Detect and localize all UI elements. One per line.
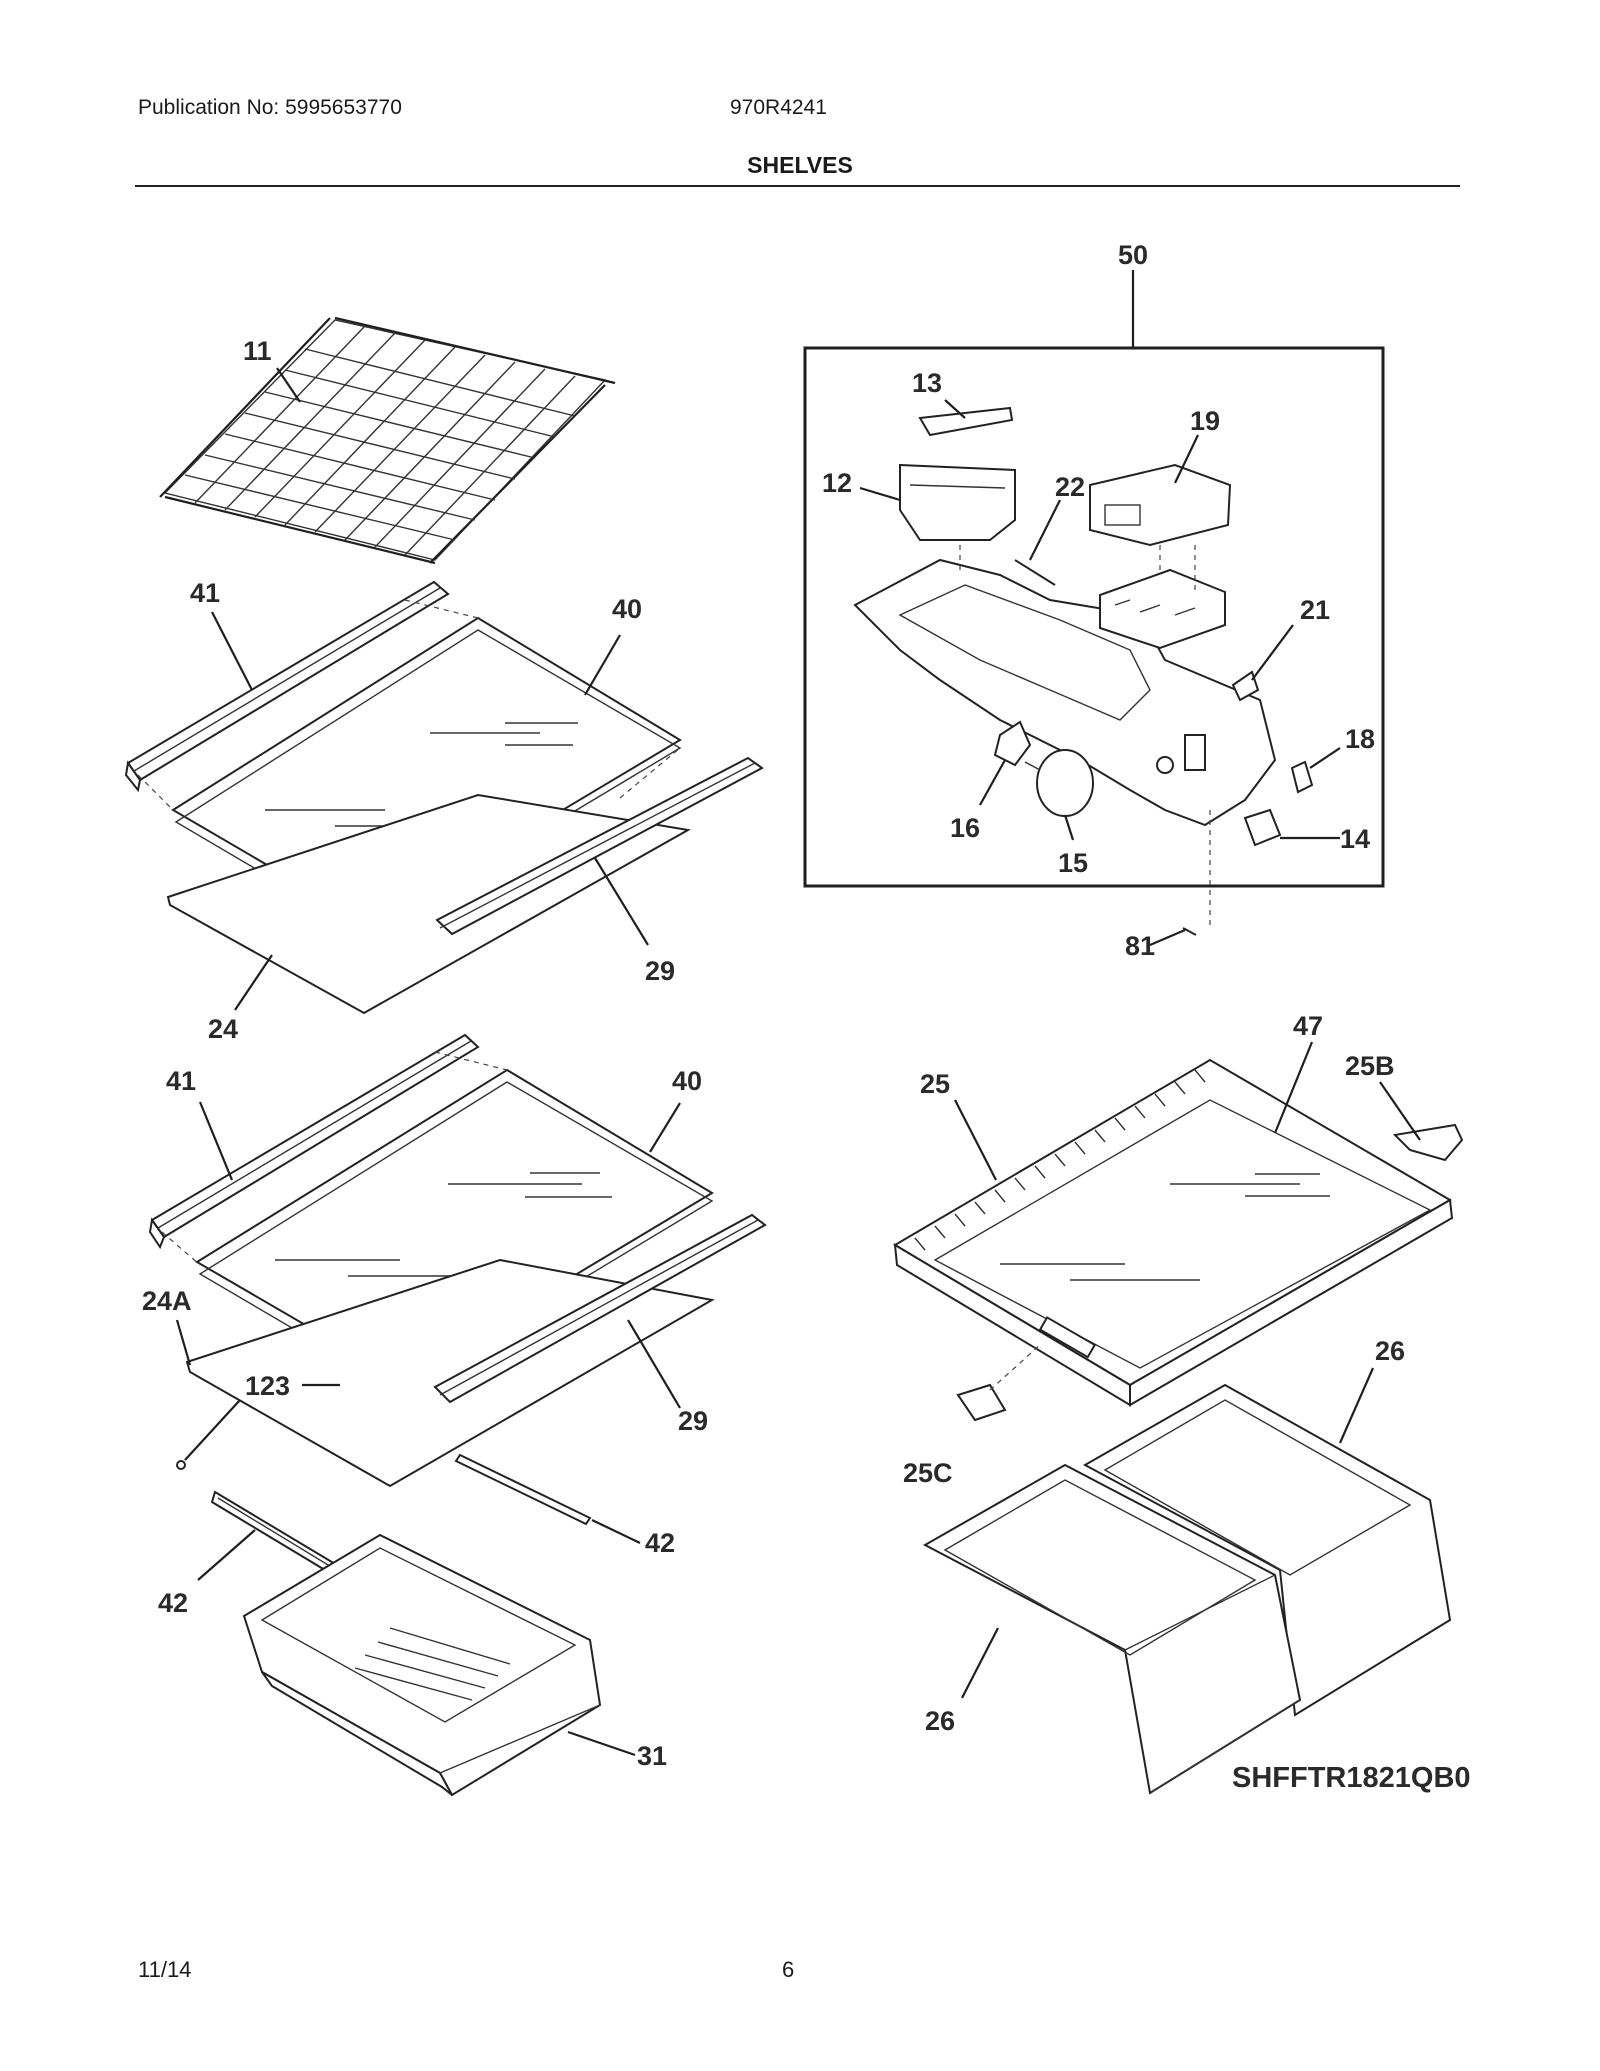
clip-123 — [176, 1460, 186, 1470]
callout-42b: 42 — [158, 1588, 188, 1618]
callout-14: 14 — [1340, 824, 1370, 854]
leader-40a — [584, 634, 621, 696]
callout-15: 15 — [1058, 848, 1088, 878]
callout-26b: 26 — [925, 1706, 955, 1736]
leader-47 — [1273, 1041, 1314, 1134]
header-rule — [135, 185, 1460, 187]
leader-31 — [567, 1730, 636, 1757]
leader-29a — [594, 857, 649, 946]
callout-24A: 24A — [142, 1286, 192, 1316]
diagram-code: SHFFTR1821QB0 — [1232, 1762, 1471, 1794]
callout-47: 47 — [1293, 1011, 1323, 1041]
leader-42b — [197, 1529, 256, 1581]
callout-42a: 42 — [645, 1528, 675, 1558]
footer-date: 11/14 — [138, 1957, 192, 1982]
publication-number: Publication No: 5995653770 — [138, 96, 402, 119]
crisper-drawer-part — [210, 1490, 602, 1797]
callout-13: 13 — [912, 368, 942, 398]
callout-26a: 26 — [1375, 1336, 1405, 1366]
model-number: 970R4241 — [730, 96, 827, 119]
leader-41a — [211, 611, 253, 691]
leader-13 — [944, 399, 966, 419]
callout-25C: 25C — [903, 1458, 953, 1488]
callout-21: 21 — [1300, 595, 1330, 625]
callout-50: 50 — [1118, 240, 1148, 270]
leader-41b — [198, 1101, 234, 1181]
callout-25: 25 — [920, 1069, 950, 1099]
crisper-cover-part — [893, 1058, 1464, 1422]
light-housing-part — [853, 406, 1314, 936]
leader-11 — [276, 367, 301, 403]
leader-29b — [627, 1319, 681, 1409]
leader-26a — [1338, 1367, 1375, 1444]
leader-26b — [961, 1627, 999, 1699]
upper-shelf-assembly — [124, 580, 764, 1015]
crisper-drawers-part — [922, 1383, 1452, 1795]
callout-16: 16 — [950, 813, 980, 843]
callout-12: 12 — [822, 468, 852, 498]
page-number: 6 — [782, 1957, 795, 1982]
callout-40a: 40 — [612, 594, 642, 624]
leader-42a — [591, 1519, 641, 1544]
callout-29a: 29 — [645, 956, 675, 986]
callout-81: 81 — [1125, 931, 1155, 961]
leader-81 — [1149, 928, 1186, 947]
callout-22: 22 — [1055, 472, 1085, 502]
leader-19 — [1174, 434, 1199, 484]
leader-12 — [859, 486, 901, 502]
leader-24 — [234, 954, 273, 1011]
callout-123: 123 — [245, 1371, 290, 1401]
callout-41a: 41 — [190, 578, 220, 608]
leader-40b — [649, 1102, 681, 1153]
leader-25B — [1379, 1081, 1421, 1141]
callout-31: 31 — [637, 1741, 667, 1771]
callout-24: 24 — [208, 1014, 238, 1044]
callout-29b: 29 — [678, 1406, 708, 1436]
callout-19: 19 — [1190, 406, 1220, 436]
leader-18 — [1309, 747, 1341, 769]
callout-25B: 25B — [1345, 1051, 1395, 1081]
leader-16 — [979, 759, 1006, 806]
lower-shelf-assembly — [148, 1033, 767, 1526]
page-title: SHELVES — [747, 152, 853, 178]
wire-shelf-part — [159, 316, 616, 565]
leader-15 — [1063, 814, 1075, 841]
leader-22 — [1029, 499, 1061, 561]
callout-18: 18 — [1345, 724, 1375, 754]
leader-25 — [954, 1099, 997, 1181]
callout-41b: 41 — [166, 1066, 196, 1096]
callout-11: 11 — [243, 336, 272, 366]
callout-40b: 40 — [672, 1066, 702, 1096]
leader-21 — [1251, 624, 1294, 681]
leader-123b — [184, 1399, 241, 1461]
leader-24A — [175, 1319, 192, 1366]
housing-assembly-box — [803, 346, 1385, 888]
